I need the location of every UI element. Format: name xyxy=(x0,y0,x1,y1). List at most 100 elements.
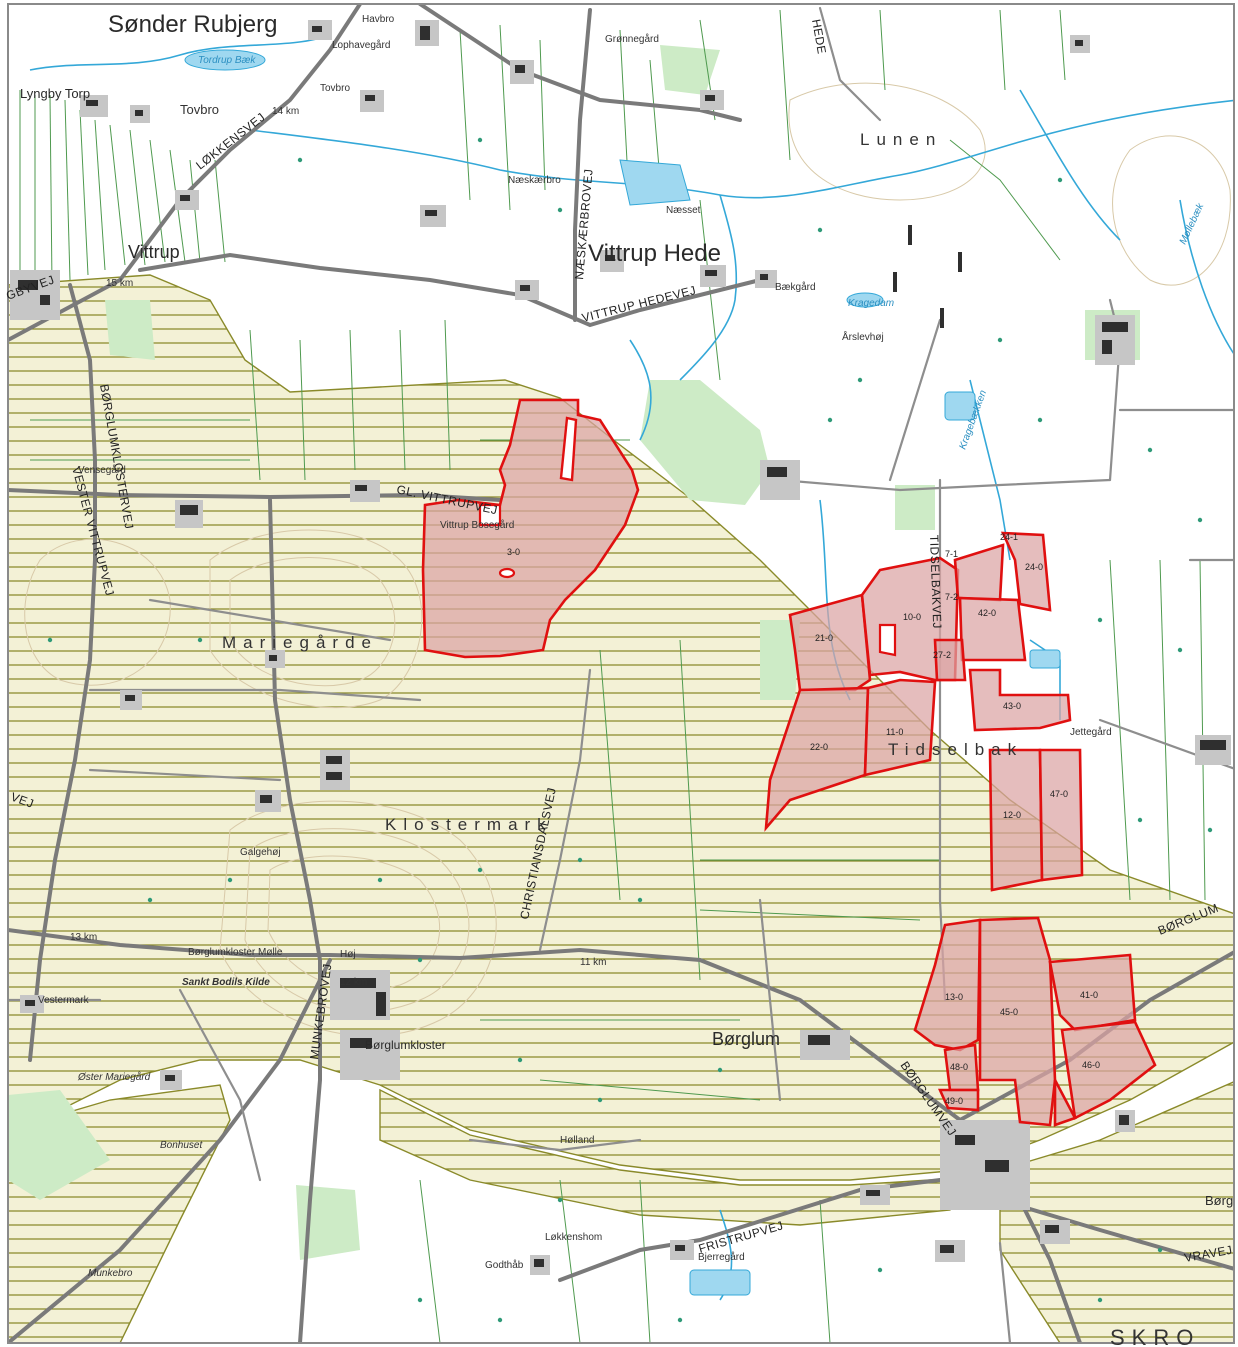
vegetation-dots xyxy=(47,137,1213,1323)
parcel-inner-right xyxy=(1053,1079,1077,1127)
lake-east xyxy=(944,391,976,421)
lake-tidselbak xyxy=(1029,649,1061,669)
label-skro: SKRO xyxy=(1110,1325,1200,1347)
label-tordrup-baek: Tordrup Bæk xyxy=(198,55,256,66)
label-galgehoj: Galgehøj xyxy=(240,847,281,858)
parcel-3-0-hole-2 xyxy=(478,503,502,527)
label-hoj: Høj xyxy=(340,949,356,960)
label-tovbro-small: Tovbro xyxy=(320,83,350,94)
parcel-label-12-0: 12-0 xyxy=(1003,810,1021,820)
label-baekgard: Bækgård xyxy=(775,281,816,293)
parcel-label-41-0: 41-0 xyxy=(1080,990,1098,1000)
parcel-label-47-0: 47-0 xyxy=(1050,789,1068,799)
label-oster-mariegard: Øster Mariegård xyxy=(77,1071,151,1083)
parcel-label-7-2: 7-2 xyxy=(945,592,958,602)
parcel-label-45-0: 45-0 xyxy=(1000,1007,1018,1017)
lake-tordrup xyxy=(184,49,266,71)
label-vensegard: Vensegård xyxy=(78,464,126,476)
label-vittrup-hede: Vittrup Hede xyxy=(588,240,721,267)
marker-11km: 11 km xyxy=(580,957,607,968)
label-borglumkloster: Børglumkloster xyxy=(365,1038,446,1052)
map-frame xyxy=(7,3,1235,1344)
parcel-label-48-0: 48-0 xyxy=(950,1062,968,1072)
label-vittrup-bosegard: Vittrup Bosegård xyxy=(440,519,514,531)
marker-13km: 13 km xyxy=(70,932,97,943)
woods-tidselbak xyxy=(760,620,800,700)
label-mariegarde: Mariegårde xyxy=(222,633,378,652)
label-kragedam: Kragedam xyxy=(848,298,894,309)
label-lophavegard: Lophavegård xyxy=(332,39,390,51)
parcel-label-43-0: 43-0 xyxy=(1003,701,1021,711)
road-hede: HEDE xyxy=(809,18,829,55)
parcel-label-24-0: 24-0 xyxy=(1025,562,1043,572)
label-naeskaerbro: Næskærbro xyxy=(508,175,561,186)
lake-kragedam xyxy=(846,292,884,308)
parcel-label-42-0: 42-0 xyxy=(978,608,996,618)
label-sonder-rubjerg: Sønder Rubjerg xyxy=(108,11,277,38)
marker-14km: 14 km xyxy=(272,106,299,117)
landmark-labels: Børglumkloster Mølle Sankt Bodils Kilde xyxy=(182,947,283,988)
road-tidselbakvej: TIDSELBAKVEJ xyxy=(927,535,944,629)
parcel-3-0-hole xyxy=(559,416,578,482)
label-gronnegard: Grønnegård xyxy=(605,33,659,45)
parcels xyxy=(421,398,1157,1127)
parcel-10-0-hole xyxy=(878,623,897,657)
label-holland: Hølland xyxy=(560,1135,594,1146)
woods-farm xyxy=(895,485,935,530)
marker-15km: 15 km xyxy=(106,278,133,289)
parcel-11-0[interactable] xyxy=(863,678,937,777)
parcel-label-24-1: 24-1 xyxy=(1000,532,1018,542)
label-vittrup: Vittrup xyxy=(128,242,180,262)
parcel-47-0[interactable] xyxy=(1038,748,1084,882)
label-havbro: Havbro xyxy=(362,14,395,25)
label-vestermark: Vestermark xyxy=(38,995,90,1006)
parcel-45-0[interactable] xyxy=(978,916,1057,1127)
woods-southwest xyxy=(8,1090,110,1200)
marker-12km: 12 km xyxy=(340,977,367,988)
label-tovbro: Tovbro xyxy=(180,102,219,117)
lake-south xyxy=(689,1269,751,1296)
label-lokkenshom: Løkkenshom xyxy=(545,1232,602,1243)
woods-north xyxy=(660,45,720,95)
parcel-label-22-0: 22-0 xyxy=(810,742,828,752)
parcel-3-0[interactable] xyxy=(421,398,640,659)
parcel-label-3-0: 3-0 xyxy=(507,547,520,557)
label-arslevhoj: Årslevhøj xyxy=(842,330,884,343)
label-godthab: Godthåb xyxy=(485,1259,524,1271)
label-naesset: Næsset xyxy=(666,205,701,216)
parcel-12-0[interactable] xyxy=(988,748,1044,892)
parcel-label-46-0: 46-0 xyxy=(1082,1060,1100,1070)
distance-markers: 14 km 15 km 13 km 12 km 11 km xyxy=(70,106,607,988)
label-klostermark: Klostermark xyxy=(385,815,553,834)
label-borglum: Børglum xyxy=(712,1029,780,1049)
label-borglumkloster-molle: Børglumkloster Mølle xyxy=(188,947,283,958)
label-lyngby-torp-1: Lyngby Torp xyxy=(20,86,90,101)
parcel-label-49-0: 49-0 xyxy=(945,1096,963,1106)
parcel-label-27-2: 27-2 xyxy=(933,650,951,660)
label-jettegard: Jettegård xyxy=(1070,726,1112,738)
parcel-label-11-0: 11-0 xyxy=(886,727,903,737)
buildings xyxy=(10,20,1231,1275)
parcel-43-0[interactable] xyxy=(968,668,1072,732)
label-lunen: Lunen xyxy=(860,130,942,149)
woods-lyngby xyxy=(105,300,155,360)
label-sankt-bodils-kilde: Sankt Bodils Kilde xyxy=(182,977,270,988)
label-bjerregard: Bjerregård xyxy=(698,1251,745,1263)
woods-east xyxy=(640,380,770,505)
parcel-46-0[interactable] xyxy=(1060,1020,1157,1120)
parcel-labels: 3-0 21-0 22-0 10-0 7-1 7-2 27-2 42-0 24-… xyxy=(507,532,1100,1106)
contour-lines xyxy=(24,82,1231,1037)
parcel-27-2[interactable] xyxy=(933,638,967,682)
label-munkebro: Munkebro xyxy=(88,1268,133,1279)
parcel-label-21-0: 21-0 xyxy=(815,633,833,643)
parcel-label-7-1: 7-1 xyxy=(945,549,958,559)
parcel-24-0[interactable] xyxy=(1000,531,1052,612)
marsh-naesset xyxy=(619,159,691,206)
label-tidselbak: Tidselbak xyxy=(888,740,1023,759)
parcel-49-0[interactable] xyxy=(937,1088,980,1112)
parcel-label-10-0: 10-0 xyxy=(903,612,921,622)
label-bonhuset: Bonhuset xyxy=(160,1140,203,1151)
woods-munkebro xyxy=(296,1185,360,1260)
place-labels: Sønder Rubjerg Vittrup Vittrup Hede Børg… xyxy=(20,11,1233,1347)
